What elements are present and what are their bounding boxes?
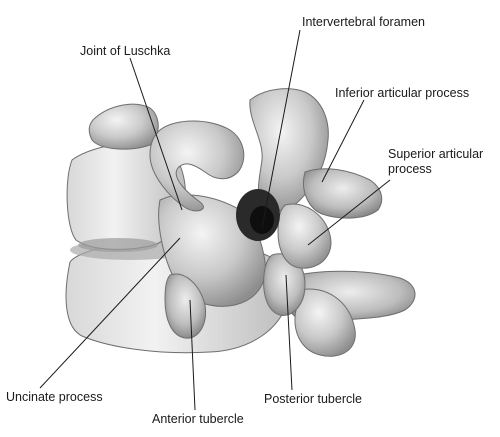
label-inferior-articular-process: Inferior articular process [335, 86, 470, 100]
leader-lines [39, 29, 391, 411]
upper-vertebral-body [66, 103, 186, 252]
leader-intervertebral-foramen [261, 29, 301, 229]
upper-curved-process [149, 120, 245, 212]
label-superior-articular-process-line1: Superior articular [388, 147, 484, 161]
label-posterior-tubercle: Posterior tubercle [264, 392, 362, 406]
label-uncinate-process: Uncinate process [6, 390, 103, 404]
leader-superior-articular-process [307, 179, 391, 246]
leader-posterior-tubercle [285, 274, 293, 391]
leader-joint-of-luschka [129, 57, 183, 211]
lower-posterior-elements [284, 270, 416, 357]
label-anterior-tubercle: Anterior tubercle [152, 412, 244, 426]
label-intervertebral-foramen: Intervertebral foramen [302, 15, 425, 29]
label-joint-of-luschka: Joint of Luschka [80, 44, 171, 58]
leader-inferior-articular-process [321, 99, 365, 183]
leader-anterior-tubercle [189, 299, 196, 411]
label-superior-articular-process-line2: process [388, 162, 432, 176]
leader-uncinate-process [39, 237, 181, 389]
articular-processes [249, 88, 383, 269]
